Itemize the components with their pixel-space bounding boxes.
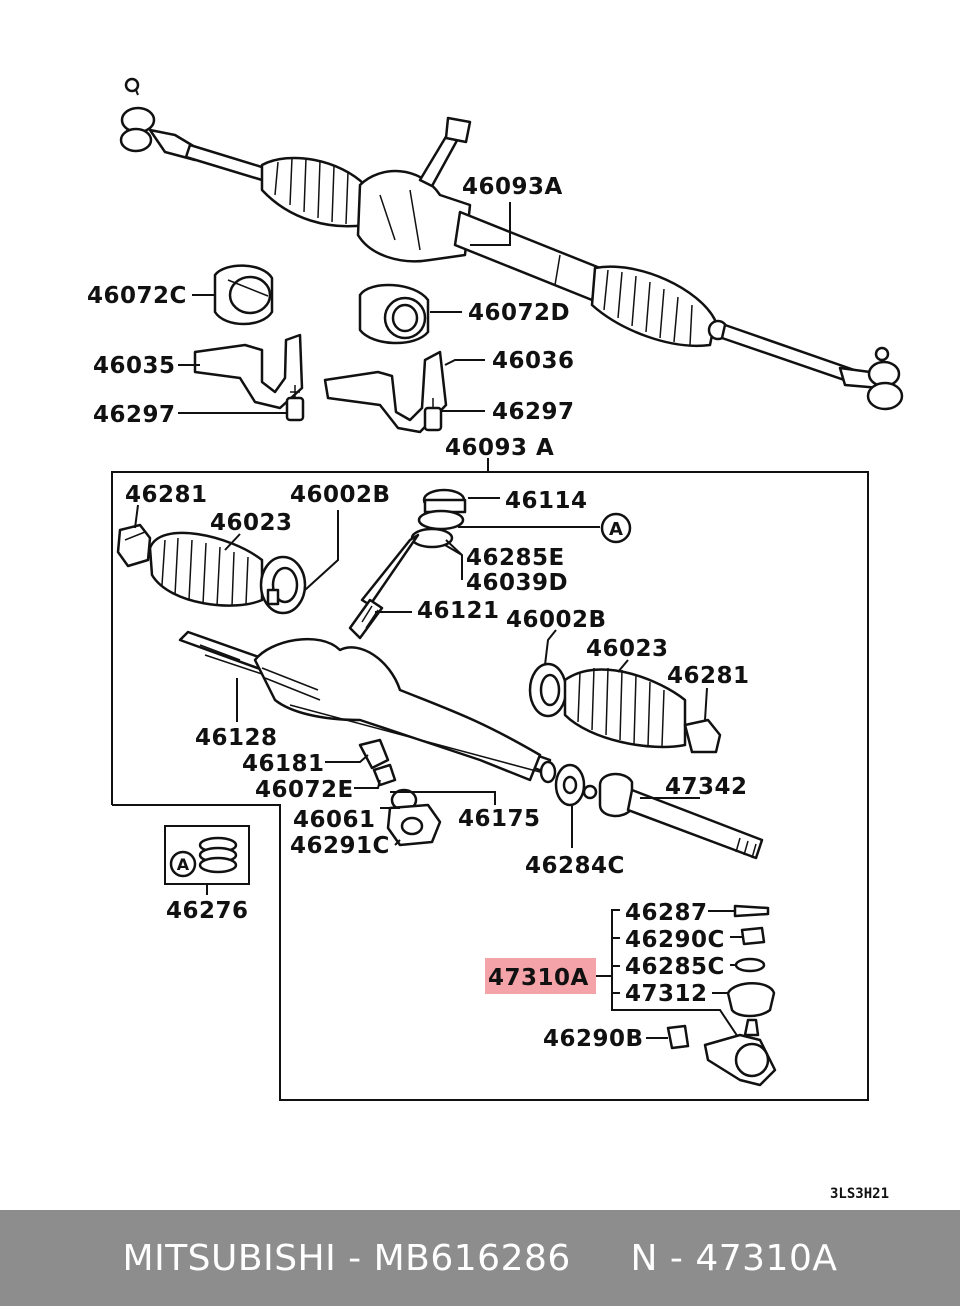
label-46093A-box: 46093 A (445, 435, 554, 461)
label-46281-right: 46281 (667, 663, 750, 689)
label-46276: 46276 (166, 898, 249, 924)
label-47310A: 47310A (488, 965, 589, 991)
mount-parts-top (193, 264, 448, 434)
label-46284C: 46284C (525, 853, 625, 879)
labels-box: 46281 46023 46002B 46114 46285E 46039D 4… (125, 482, 750, 879)
label-46023-left: 46023 (210, 510, 293, 536)
exploded-view-frame: 46093 A (111, 435, 869, 1101)
reference-marker-a: A (600, 512, 632, 544)
parts-diagram: 46093A 46072C 46072D 46035 46036 46297 4… (87, 77, 904, 1202)
label-46281-left: 46281 (125, 482, 208, 508)
ref-marker-a-label: A (609, 519, 623, 540)
label-46290B: 46290B (543, 1026, 644, 1052)
labels-top: 46093A 46072C 46072D 46035 46036 46297 4… (87, 174, 575, 428)
highlight-box (485, 958, 596, 994)
right-boot-group (528, 662, 764, 860)
label-46128: 46128 (195, 725, 278, 751)
label-46072E: 46072E (255, 777, 354, 803)
label-46023-right: 46023 (586, 636, 669, 662)
highlight-47310A (485, 958, 596, 994)
leader-lines-box (134, 504, 708, 848)
label-46290C: 46290C (625, 927, 725, 953)
left-boot-group (116, 523, 307, 615)
pinion-group (348, 488, 600, 640)
label-46121: 46121 (417, 598, 500, 624)
steering-rack-assembly (119, 77, 904, 411)
label-46181: 46181 (242, 751, 325, 777)
rack-body-group (178, 630, 552, 847)
label-46039D: 46039D (466, 570, 568, 596)
label-46285E: 46285E (466, 545, 565, 571)
kit-ref-marker-a: A (177, 855, 190, 874)
label-46002B-right: 46002B (506, 607, 607, 633)
label-46072D: 46072D (468, 300, 570, 326)
label-46114: 46114 (505, 488, 588, 514)
label-46093A-top: 46093A (462, 174, 563, 200)
kit-46276: A 46276 (164, 825, 250, 924)
label-46291C: 46291C (290, 833, 390, 859)
label-46297-right: 46297 (492, 399, 575, 425)
label-46175: 46175 (458, 806, 541, 832)
label-46036: 46036 (492, 348, 575, 374)
label-47312: 47312 (625, 981, 708, 1007)
label-46287: 46287 (625, 900, 708, 926)
label-46285C: 46285C (625, 954, 725, 980)
labels-tie-rod-end: 46287 46290C 46285C 47310A 47312 46290B (488, 900, 725, 1052)
label-46297-left: 46297 (93, 402, 176, 428)
footer-bar: MITSUBISHI - MB616286 N - 47310A (0, 1210, 960, 1306)
footer-part-info: MITSUBISHI - MB616286 N - 47310A (122, 1237, 838, 1279)
leader-lines-top (178, 202, 511, 414)
label-46002B-left: 46002B (290, 482, 391, 508)
tie-rod-end-group (596, 904, 777, 1087)
label-46061: 46061 (293, 807, 376, 833)
label-46072C: 46072C (87, 283, 187, 309)
label-46035: 46035 (93, 353, 176, 379)
diagram-code: 3LS3H21 (830, 1186, 889, 1202)
label-47342: 47342 (665, 774, 748, 800)
